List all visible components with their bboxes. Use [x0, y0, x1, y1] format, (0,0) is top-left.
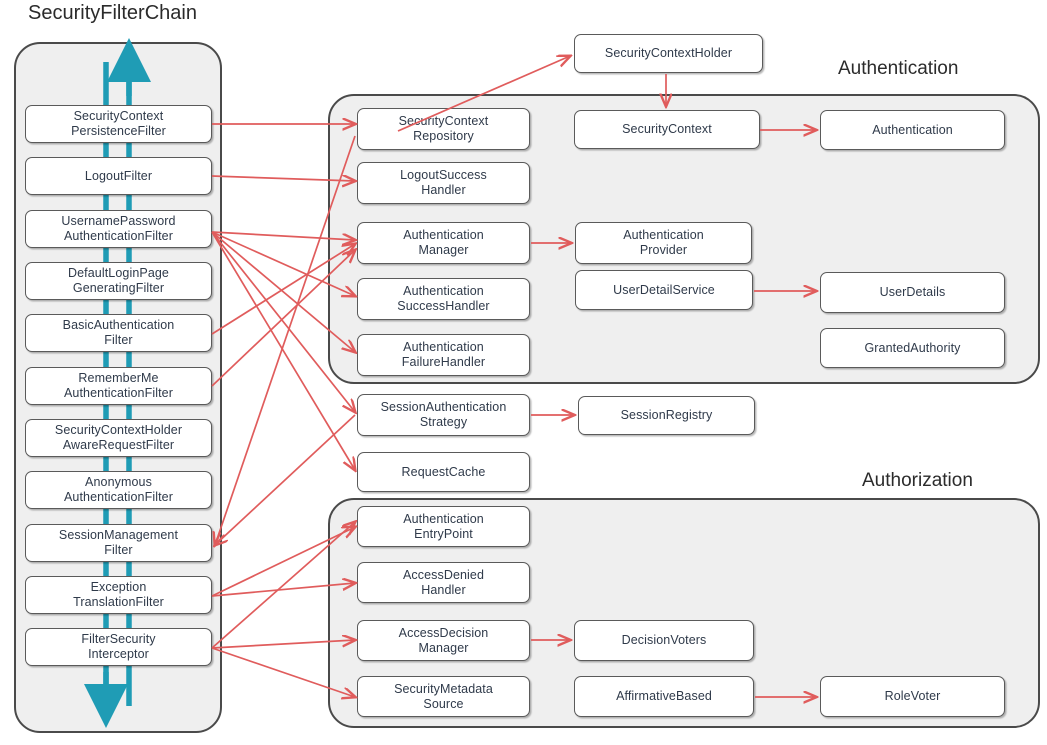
filter-node-etf[interactable]: Exception TranslationFilter — [25, 576, 212, 614]
node-label: SecurityMetadata Source — [394, 681, 493, 711]
node-access-denied-handler[interactable]: AccessDenied Handler — [357, 562, 530, 603]
node-label: Authentication SuccessHandler — [397, 284, 490, 313]
node-label: SecurityContext — [622, 122, 712, 136]
node-label: Authentication EntryPoint — [403, 511, 484, 541]
node-user-details[interactable]: UserDetails — [820, 272, 1005, 313]
filter-node-smf[interactable]: SessionManagement Filter — [25, 524, 212, 562]
node-logout-success-handler[interactable]: LogoutSuccess Handler — [357, 162, 530, 204]
node-security-context[interactable]: SecurityContext — [574, 110, 760, 149]
filter-label: LogoutFilter — [84, 168, 153, 183]
filter-node-lf[interactable]: LogoutFilter — [25, 157, 212, 195]
node-label: RoleVoter — [884, 689, 941, 703]
node-access-decision-manager[interactable]: AccessDecision Manager — [357, 620, 530, 661]
node-affirmative-based[interactable]: AffirmativeBased — [574, 676, 754, 717]
node-security-metadata-source[interactable]: SecurityMetadata Source — [357, 676, 530, 717]
node-label: UserDetailService — [613, 282, 715, 297]
filter-label: DefaultLoginPage GeneratingFilter — [68, 266, 169, 295]
node-authentication-manager[interactable]: Authentication Manager — [357, 222, 530, 264]
node-decision-voters[interactable]: DecisionVoters — [574, 620, 754, 661]
filter-node-upaf[interactable]: UsernamePassword AuthenticationFilter — [25, 210, 212, 248]
filter-node-dlpgf[interactable]: DefaultLoginPage GeneratingFilter — [25, 262, 212, 300]
node-label: AccessDenied Handler — [402, 567, 485, 597]
node-label: Authentication — [872, 122, 953, 137]
filter-chain-title: SecurityFilterChain — [28, 2, 197, 24]
authentication-panel-title: Authentication — [838, 58, 959, 79]
filter-node-fsi[interactable]: FilterSecurity Interceptor — [25, 628, 212, 666]
filter-node-aaf[interactable]: Anonymous AuthenticationFilter — [25, 471, 212, 509]
filter-node-scpf[interactable]: SecurityContext PersistenceFilter — [25, 105, 212, 143]
node-label: DecisionVoters — [621, 633, 707, 647]
node-authentication-failure-handler[interactable]: Authentication FailureHandler — [357, 334, 530, 376]
node-authentication-entry-point[interactable]: Authentication EntryPoint — [357, 506, 530, 547]
node-label: SessionAuthentication Strategy — [380, 400, 507, 429]
filter-node-rmaf[interactable]: RememberMe AuthenticationFilter — [25, 367, 212, 405]
node-label: UserDetails — [879, 285, 946, 299]
node-label: SecurityContextHolder — [604, 46, 733, 60]
node-authentication-success-handler[interactable]: Authentication SuccessHandler — [357, 278, 530, 320]
filter-label: SecurityContext PersistenceFilter — [71, 109, 166, 138]
node-authentication-provider[interactable]: Authentication Provider — [575, 222, 752, 264]
node-label: Authentication Manager — [403, 228, 484, 257]
filter-label: BasicAuthentication Filter — [62, 318, 175, 347]
filter-label: FilterSecurity Interceptor — [81, 632, 156, 661]
filter-node-schar[interactable]: SecurityContextHolder AwareRequestFilter — [25, 419, 212, 457]
filter-label: SecurityContextHolder AwareRequestFilter — [54, 423, 183, 452]
node-label: Authentication FailureHandler — [401, 340, 486, 369]
node-session-registry[interactable]: SessionRegistry — [578, 396, 755, 435]
filter-label: SessionManagement Filter — [58, 528, 179, 557]
filter-label: UsernamePassword AuthenticationFilter — [61, 214, 176, 243]
authorization-panel-title: Authorization — [862, 470, 973, 491]
node-label: GrantedAuthority — [864, 340, 961, 355]
node-label: Authentication Provider — [623, 228, 704, 257]
node-label: LogoutSuccess Handler — [400, 168, 487, 197]
filter-node-baf[interactable]: BasicAuthentication Filter — [25, 314, 212, 352]
filter-label: RememberMe AuthenticationFilter — [63, 371, 173, 400]
filter-label: Anonymous AuthenticationFilter — [63, 475, 173, 504]
filter-label: Exception TranslationFilter — [73, 580, 164, 609]
node-label: AffirmativeBased — [616, 689, 712, 703]
node-label: AccessDecision Manager — [398, 625, 489, 655]
node-label: SecurityContext Repository — [398, 114, 489, 143]
node-granted-authority[interactable]: GrantedAuthority — [820, 328, 1005, 368]
node-label: SessionRegistry — [620, 408, 713, 422]
node-user-detail-service[interactable]: UserDetailService — [575, 270, 753, 310]
node-request-cache[interactable]: RequestCache — [357, 452, 530, 492]
node-session-authentication-strategy[interactable]: SessionAuthentication Strategy — [357, 394, 530, 436]
node-label: RequestCache — [401, 464, 486, 479]
node-security-context-holder[interactable]: SecurityContextHolder — [574, 34, 763, 73]
node-authentication[interactable]: Authentication — [820, 110, 1005, 150]
node-security-context-repository[interactable]: SecurityContext Repository — [357, 108, 530, 150]
node-role-voter[interactable]: RoleVoter — [820, 676, 1005, 717]
